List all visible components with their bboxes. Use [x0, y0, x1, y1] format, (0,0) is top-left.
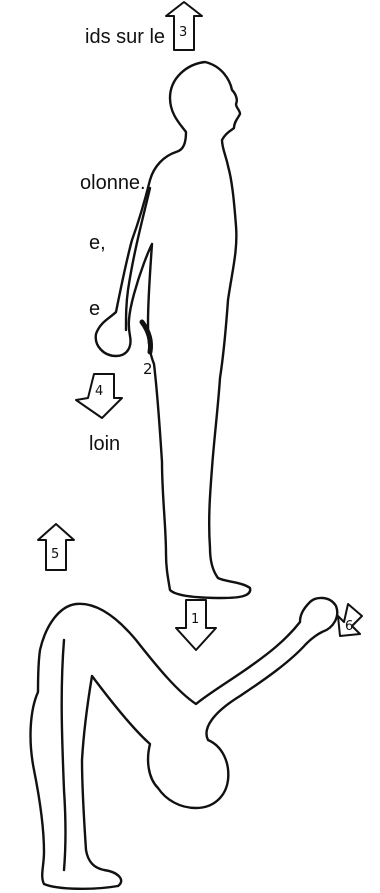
standing-figure [96, 62, 250, 598]
arrow-6-label: 6 [345, 619, 353, 634]
arrow-4-down-left: 4 [76, 374, 122, 418]
arrow-5-up: 5 [38, 524, 74, 570]
arrow-1-label: 1 [191, 612, 199, 627]
marker-2-label: 2 [143, 360, 153, 378]
arrow-3-label: 3 [179, 25, 187, 40]
arrow-5-label: 5 [51, 547, 59, 562]
arrow-1-down: 1 [176, 600, 216, 650]
arrow-6-down-left: 6 [338, 604, 362, 636]
bent-figure [31, 598, 338, 889]
arrow-3-up: 3 [166, 2, 202, 50]
arrow-4-label: 4 [95, 384, 103, 399]
